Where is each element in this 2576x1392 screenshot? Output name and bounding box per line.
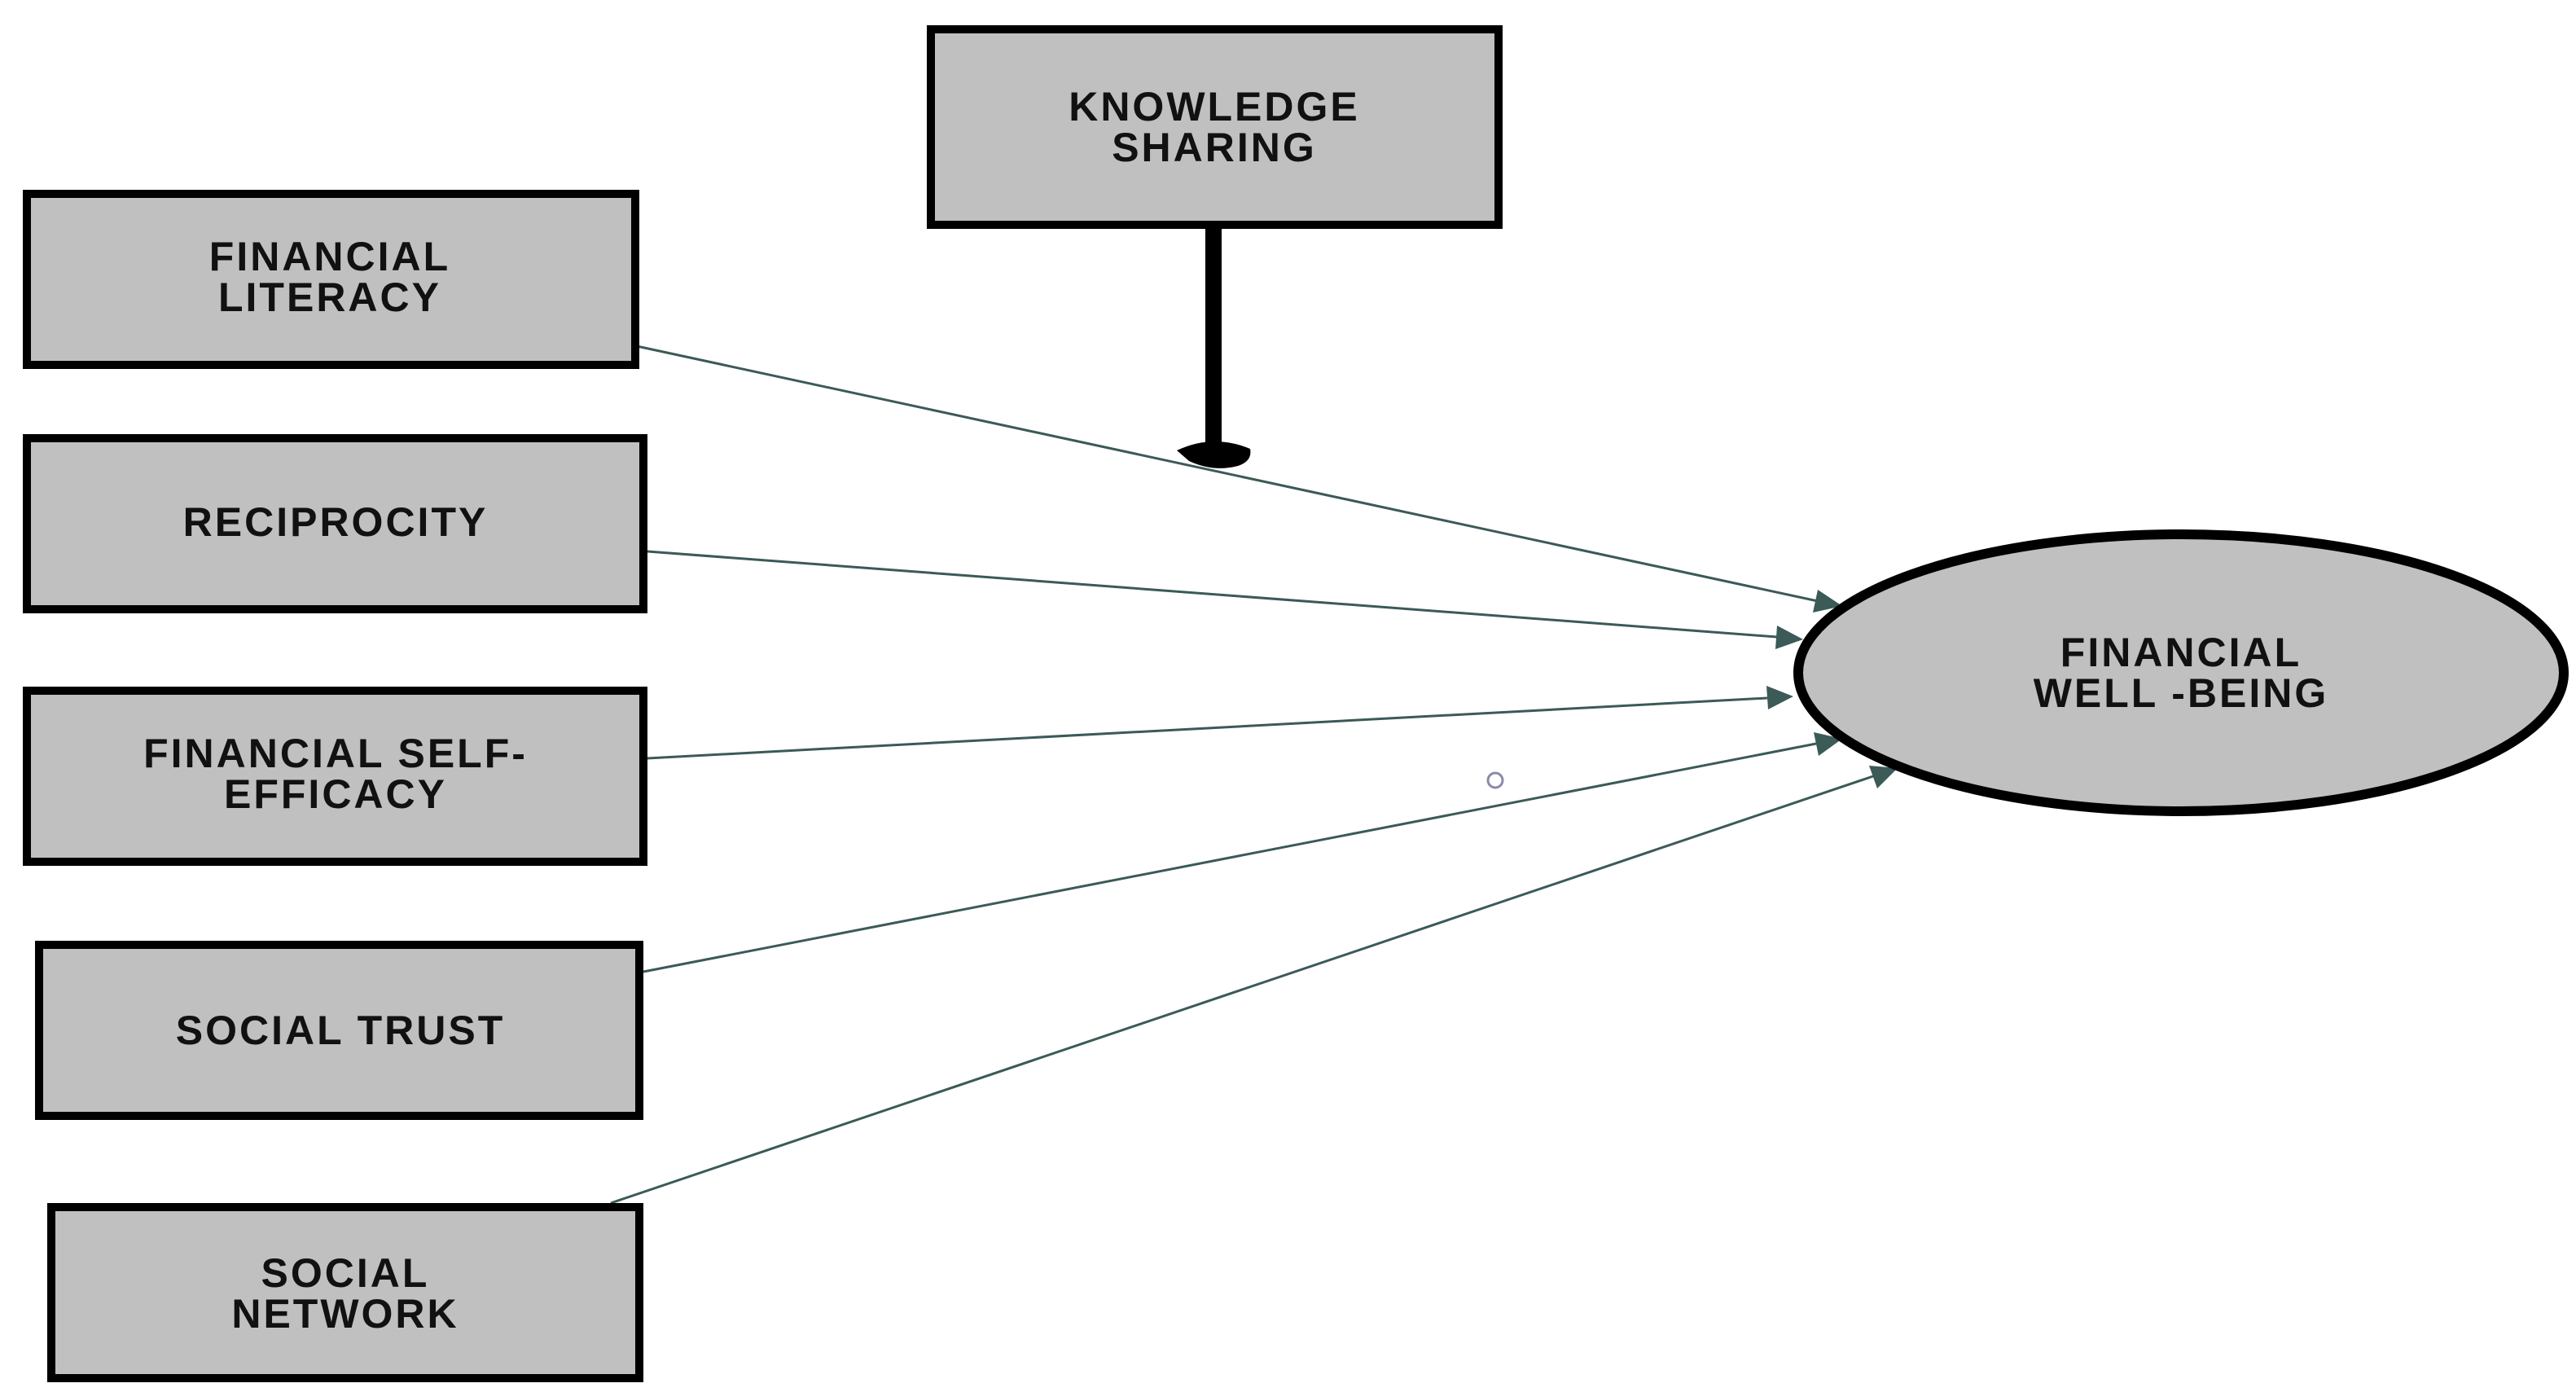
self-efficacy-label-line2: EFFICACY [224,771,447,817]
financial-self-efficacy-box: FINANCIAL SELF- EFFICACY [23,687,647,866]
arrow-reciprocity-to-well-being [647,550,1778,639]
arrowhead-social-network [1869,766,1898,788]
arrow-social-network-to-well-being [610,775,1874,1205]
arrowhead-financial-literacy [1813,590,1842,613]
social-network-label-line2: NETWORK [231,1291,459,1337]
social-network-label-line1: SOCIAL [261,1250,430,1296]
arrow-financial-literacy-to-well-being [636,345,1819,603]
well-being-label-line1: FINANCIAL [2060,630,2302,675]
financial-literacy-label-line1: FINANCIAL [209,234,450,279]
financial-literacy-box: FINANCIAL LITERACY [23,190,639,369]
social-trust-label: SOCIAL TRUST [176,1008,506,1053]
knowledge-sharing-label-line2: SHARING [1112,125,1317,170]
moderator-line [1205,225,1222,445]
well-being-label-line2: WELL -BEING [2034,670,2329,716]
arrowhead-self-efficacy [1766,686,1793,709]
arrow-social-trust-to-well-being [643,742,1817,973]
small-circle-mark [1486,771,1504,789]
financial-literacy-label-line2: LITERACY [218,274,441,320]
social-network-box: SOCIAL NETWORK [47,1203,643,1382]
path-arrows [610,345,1898,1205]
financial-well-being-node: FINANCIAL WELL -BEING [1793,529,2569,816]
arrowhead-reciprocity [1775,626,1803,649]
self-efficacy-label-line1: FINANCIAL SELF- [143,731,528,776]
moderator-connector [1177,225,1251,468]
knowledge-sharing-label-line1: KNOWLEDGE [1069,84,1360,130]
knowledge-sharing-box: KNOWLEDGE SHARING [927,25,1503,229]
social-trust-box: SOCIAL TRUST [35,941,643,1120]
reciprocity-box: RECIPROCITY [23,434,647,613]
moderator-end-cap [1177,441,1251,468]
reciprocity-label: RECIPROCITY [183,499,489,545]
arrow-self-efficacy-to-well-being [647,696,1768,760]
